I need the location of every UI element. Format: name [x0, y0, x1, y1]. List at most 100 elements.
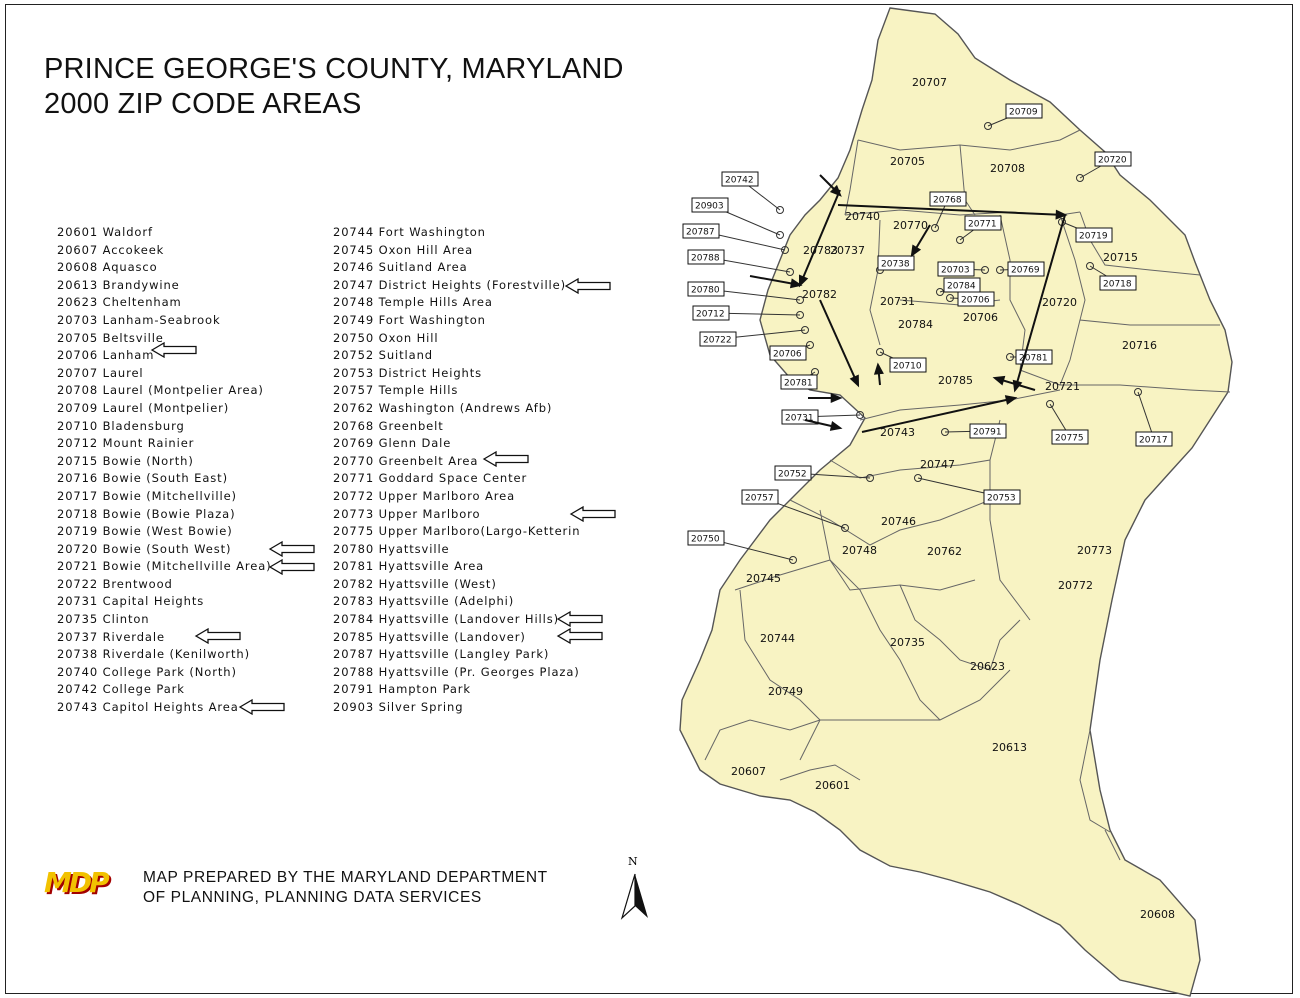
legend-entry: 20750 Oxon Hill — [333, 330, 439, 345]
legend-entry: 20747 District Heights (Forestville) — [333, 277, 566, 292]
zip-callout-label: 20781 — [784, 379, 813, 389]
zip-callout: 20709 — [984, 103, 1043, 130]
legend-entry: 20743 Capitol Heights Area — [57, 700, 239, 715]
legend-entry: 20748 Temple Hills Area — [333, 295, 493, 310]
legend-entry: 20742 College Park — [57, 682, 185, 697]
zip-callout: 20718 — [1086, 262, 1137, 291]
zip-callout-label: 20731 — [785, 414, 814, 424]
legend-entry: 20746 Suitland Area — [333, 260, 468, 275]
legend-entry: 20781 Hyattsville Area — [333, 559, 485, 574]
zip-callout-label: 20775 — [1055, 434, 1084, 444]
title-line-1: PRINCE GEORGE'S COUNTY, MARYLAND — [44, 53, 624, 85]
zip-callout-label: 20757 — [745, 494, 774, 504]
annotation-arrow — [1014, 214, 1066, 391]
credit-text: MAP PREPARED BY THE MARYLAND DEPARTMENT … — [143, 868, 548, 908]
arrowhead-icon — [1012, 379, 1023, 393]
zip-callout: 20775 — [1046, 400, 1089, 445]
zip-area-label: 20749 — [768, 685, 803, 698]
zip-callout: 20771 — [956, 215, 1002, 244]
zip-callout-label: 20903 — [695, 202, 724, 212]
zip-area-label: 20785 — [938, 374, 973, 387]
zip-area-label: 20737 — [830, 244, 865, 257]
zip-callout-label: 20706 — [773, 350, 802, 360]
zip-area-label: 20748 — [842, 544, 877, 557]
map-title: PRINCE GEORGE'S COUNTY, MARYLAND 2000 ZI… — [44, 52, 624, 122]
zip-callout: 20738 — [876, 255, 915, 274]
zip-area-label: 20731 — [880, 295, 915, 308]
legend-entry: 20788 Hyattsville (Pr. Georges Plaza) — [333, 664, 580, 679]
zip-callout: 20717 — [1134, 388, 1173, 447]
zip-area-label: 20735 — [890, 636, 925, 649]
legend-entry: 20749 Fort Washington — [333, 312, 486, 327]
arrowhead-icon — [873, 362, 884, 375]
zip-area-label: 20607 — [731, 765, 766, 778]
zip-area-label: 20705 — [890, 155, 925, 168]
zip-callout-label: 20720 — [1098, 156, 1127, 166]
zip-area-label: 20746 — [881, 515, 916, 528]
legend-entry: 20737 Riverdale — [57, 629, 165, 644]
legend-entry: 20752 Suitland — [333, 348, 433, 363]
zip-callout-label: 20703 — [941, 266, 970, 276]
zip-area-label: 20743 — [880, 426, 915, 439]
arrowhead-icon — [798, 274, 809, 288]
zip-area-label: 20782 — [802, 288, 837, 301]
zip-area-label: 20708 — [990, 162, 1025, 175]
zip-area-label: 20740 — [845, 210, 880, 223]
zip-callout-label: 20710 — [893, 362, 922, 372]
legend-entry: 20782 Hyattsville (West) — [333, 576, 497, 591]
legend-entry: 20740 College Park (North) — [57, 664, 237, 679]
zip-area-label: 20783 — [803, 244, 838, 257]
zip-callout: 20719 — [1058, 218, 1113, 243]
legend-entry: 20731 Capital Heights — [57, 594, 205, 609]
zip-callout-label: 20718 — [1103, 280, 1132, 290]
zip-area-label: 20707 — [912, 76, 947, 89]
zip-area-label: 20744 — [760, 632, 795, 645]
zip-callout: 20720 — [1076, 151, 1132, 182]
legend-entry: 20601 Waldorf — [57, 225, 153, 239]
zip-callout-label: 20791 — [973, 428, 1002, 438]
zip-callout: 20742 — [721, 171, 784, 214]
legend-entry: 20762 Washington (Andrews Afb) — [333, 400, 553, 415]
legend-entry: 20705 Beltsville — [57, 330, 164, 345]
legend-entry: 20785 Hyattsville (Landover) — [333, 629, 526, 644]
zip-area-label: 20747 — [920, 458, 955, 471]
legend-entry: 20769 Glenn Dale — [333, 436, 452, 451]
legend-entry: 20773 Upper Marlboro — [333, 506, 481, 521]
arrowhead-icon — [789, 278, 803, 289]
zip-callout: 20753 — [914, 474, 1021, 505]
zip-callout-label: 20753 — [987, 494, 1016, 504]
legend-entry: 20722 Brentwood — [57, 576, 173, 591]
zip-callout: 20769 — [996, 261, 1045, 277]
legend-entry: 20710 Bladensburg — [57, 418, 185, 433]
legend-entry: 20771 Goddard Space Center — [333, 471, 528, 486]
legend-entry: 20791 Hampton Park — [333, 682, 471, 697]
mdp-logo: MDP — [44, 866, 110, 899]
zip-callout: 20780 — [687, 281, 804, 304]
zip-area-label: 20720 — [1042, 296, 1077, 309]
annotation-arrows — [749, 174, 1068, 433]
zip-area-label: 20601 — [815, 779, 850, 792]
zip-callout-label: 20771 — [968, 220, 997, 230]
zip-callout-label: 20752 — [778, 470, 807, 480]
legend-entry: 20707 Laurel — [57, 365, 144, 380]
legend-entry: 20721 Bowie (Mitchellville Area) — [57, 559, 272, 574]
arrowhead-icon — [849, 374, 860, 388]
zip-callout-label: 20717 — [1139, 436, 1168, 446]
zip-callout-label: 20781 — [1019, 354, 1048, 364]
zip-callout: 20706 — [946, 291, 995, 307]
legend-entry: 20716 Bowie (South East) — [57, 471, 228, 486]
zip-callout: 20750 — [687, 530, 797, 564]
legend-entry: 20783 Hyattsville (Adelphi) — [333, 594, 515, 609]
legend-entry: 20768 Greenbelt — [333, 418, 444, 433]
arrowhead-icon — [829, 421, 843, 431]
zip-area-label: 20608 — [1140, 908, 1175, 921]
zip-callout: 20757 — [741, 489, 849, 532]
legend-entry: 20613 Brandywine — [57, 277, 180, 292]
zip-callout-label: 20750 — [691, 535, 720, 545]
zip-area-label: 20706 — [963, 311, 998, 324]
legend-entry: 20738 Riverdale (Kenilworth) — [57, 647, 250, 662]
zip-area-label: 20770 — [893, 219, 928, 232]
north-label: N — [628, 855, 638, 868]
